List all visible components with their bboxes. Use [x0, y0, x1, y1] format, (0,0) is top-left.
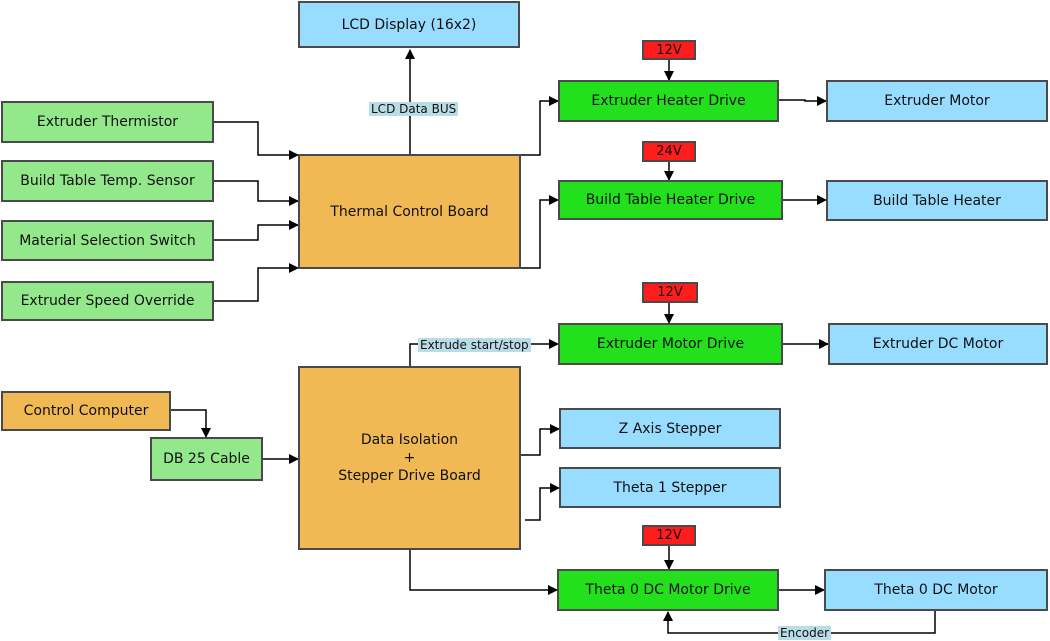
data-isolation-line3: Stepper Drive Board	[338, 468, 481, 484]
voltage-12v-extruder-heater: 12V	[642, 40, 696, 60]
thermal-control-board-box: Thermal Control Board	[298, 154, 521, 269]
data-isolation-line1: Data Isolation	[360, 432, 459, 448]
wire-computer-to-db25	[170, 409, 211, 438]
lcd-display-box: LCD Display (16x2)	[298, 1, 520, 48]
theta0-dc-motor-label: Theta 0 DC Motor	[874, 582, 998, 598]
wire-material-switch	[213, 220, 299, 241]
extruder-dc-motor-box: Extruder DC Motor	[828, 323, 1048, 365]
wire-to-extruder-heater-drive	[520, 96, 559, 156]
build-table-heater-drive-label: Build Table Heater Drive	[585, 192, 756, 208]
extruder-motor-box: Extruder Motor	[826, 80, 1048, 122]
voltage-24v-build-table: 24V	[642, 141, 696, 162]
control-computer-box: Control Computer	[1, 391, 171, 431]
voltage-12v-theta0: 12V	[642, 525, 696, 546]
wire-build-table-sensor	[213, 180, 299, 206]
wire-to-theta0-drive	[409, 549, 558, 595]
build-table-temp-sensor-label: Build Table Temp. Sensor	[20, 173, 195, 189]
extruder-thermistor-label: Extruder Thermistor	[36, 114, 179, 130]
z-axis-stepper-label: Z Axis Stepper	[618, 420, 722, 437]
theta0-dc-motor-drive-box: Theta 0 DC Motor Drive	[557, 569, 779, 611]
extruder-heater-drive-box: Extruder Heater Drive	[558, 80, 779, 122]
build-table-heater-label: Build Table Heater	[873, 192, 1001, 209]
voltage-12v-extruder-motor: 12V	[642, 282, 698, 303]
extrude-start-stop-label: Extrude start/stop	[418, 338, 531, 352]
build-table-heater-drive-box: Build Table Heater Drive	[558, 180, 783, 220]
data-isolation-board-box: Data Isolation + Stepper Drive Board	[298, 366, 521, 550]
extruder-speed-override-label: Extruder Speed Override	[20, 293, 195, 309]
theta0-dc-motor-box: Theta 0 DC Motor	[824, 569, 1048, 611]
voltage-12v-label: 12V	[656, 528, 682, 543]
voltage-24v-label: 24V	[656, 144, 682, 159]
theta1-stepper-label: Theta 1 Stepper	[613, 479, 727, 496]
db25-cable-label: DB 25 Cable	[163, 451, 250, 467]
material-selection-switch-box: Material Selection Switch	[1, 220, 214, 261]
wire-extruder-thermistor	[213, 121, 299, 160]
wire-to-build-table-heater-drive	[520, 195, 559, 269]
db25-cable-box: DB 25 Cable	[150, 437, 263, 481]
wire-to-extruder-motor	[778, 96, 827, 106]
extruder-heater-drive-label: Extruder Heater Drive	[591, 93, 746, 109]
theta1-stepper-box: Theta 1 Stepper	[559, 467, 781, 508]
extruder-motor-drive-label: Extruder Motor Drive	[596, 336, 745, 352]
wire-to-theta1	[525, 483, 560, 521]
thermal-control-board-label: Thermal Control Board	[330, 203, 489, 220]
wire-to-z-axis	[520, 424, 560, 456]
theta0-dc-motor-drive-label: Theta 0 DC Motor Drive	[585, 582, 751, 598]
data-isolation-line2: +	[403, 450, 416, 466]
encoder-label: Encoder	[778, 626, 832, 640]
data-isolation-board-text: Data Isolation + Stepper Drive Board	[338, 431, 481, 485]
material-selection-switch-label: Material Selection Switch	[19, 232, 196, 249]
voltage-12v-label: 12V	[656, 42, 682, 58]
extruder-motor-label: Extruder Motor	[884, 93, 990, 109]
build-table-heater-box: Build Table Heater	[826, 180, 1048, 221]
extruder-motor-drive-box: Extruder Motor Drive	[558, 323, 783, 365]
lcd-display-label: LCD Display (16x2)	[341, 16, 477, 33]
extruder-speed-override-box: Extruder Speed Override	[1, 281, 214, 321]
extruder-thermistor-box: Extruder Thermistor	[1, 101, 214, 143]
control-computer-label: Control Computer	[23, 403, 149, 419]
voltage-12v-label: 12V	[657, 285, 683, 300]
wire-speed-override	[213, 263, 299, 302]
lcd-data-bus-label: LCD Data BUS	[369, 102, 459, 116]
extruder-dc-motor-label: Extruder DC Motor	[872, 336, 1004, 352]
z-axis-stepper-box: Z Axis Stepper	[559, 408, 781, 449]
build-table-temp-sensor-box: Build Table Temp. Sensor	[1, 160, 214, 202]
